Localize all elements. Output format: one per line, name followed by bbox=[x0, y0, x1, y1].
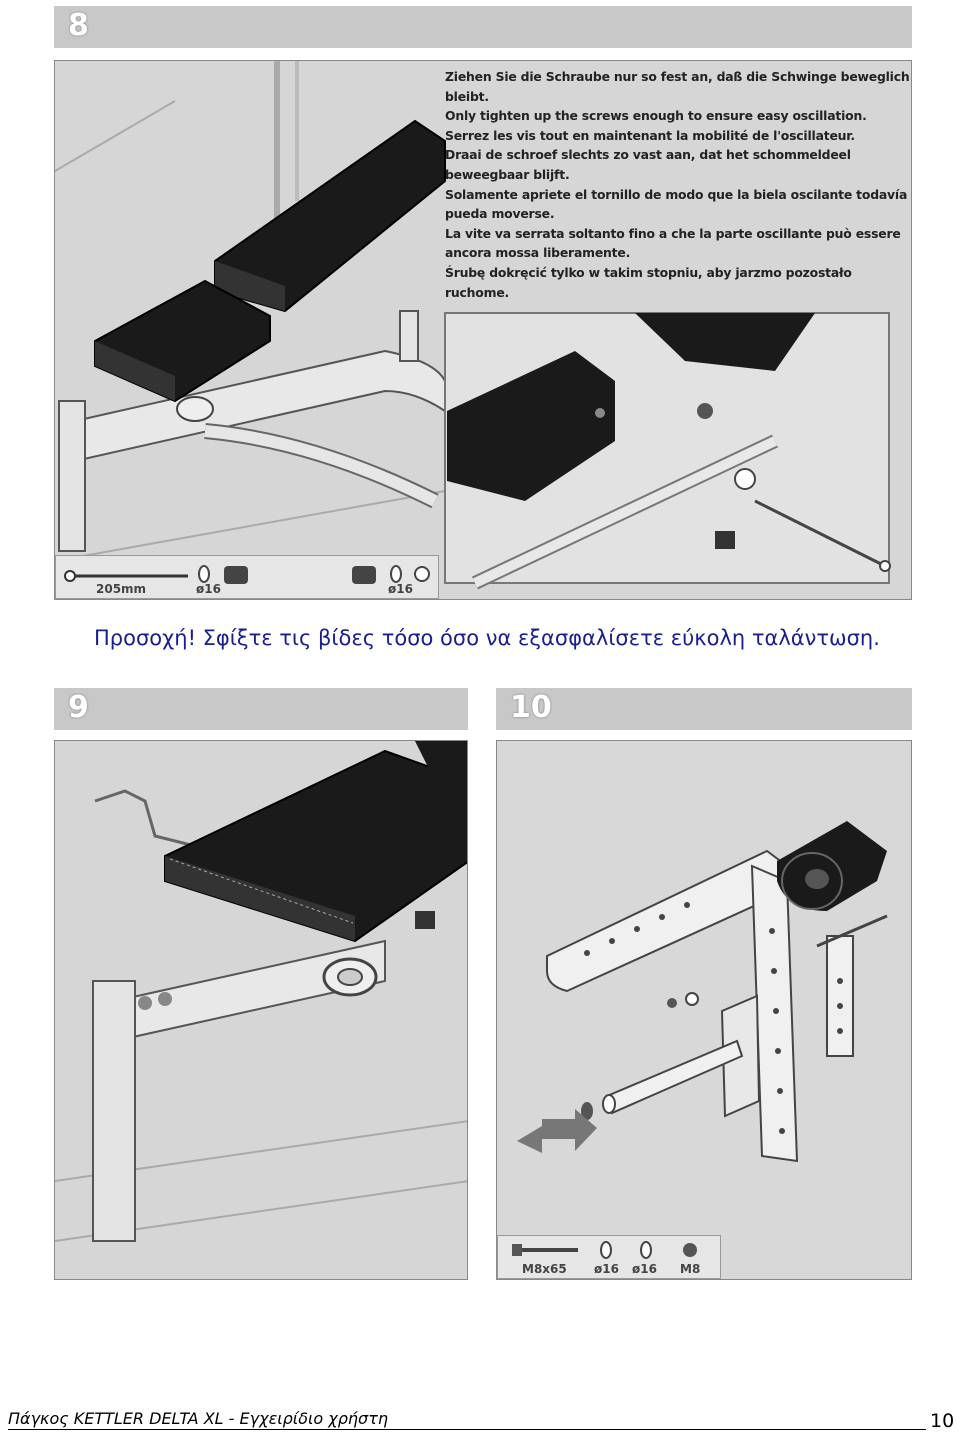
part-bolt-length: 205mm bbox=[96, 582, 147, 596]
instruction-pl: Śrubę dokręcić tylko w takim stopniu, ab… bbox=[445, 264, 852, 300]
step-8-instructions: Ziehen Sie die Schraube nur so fest an, … bbox=[445, 67, 911, 302]
part-nut: M8 bbox=[680, 1262, 701, 1276]
instruction-nl: Draai de schroef slechts zo vast aan, da… bbox=[445, 147, 851, 182]
bench-assembly-drawing bbox=[55, 61, 911, 599]
part-washer-1: ø16 bbox=[594, 1262, 619, 1276]
step-8-illustration: Ziehen Sie die Schraube nur so fest an, … bbox=[54, 60, 912, 600]
step-10-header: 10 bbox=[496, 688, 912, 730]
seat-pad-drawing bbox=[55, 741, 467, 1279]
step-number: 9 bbox=[68, 690, 89, 725]
footer-title: Πάγκος KETTLER DELTA XL - Εγχειρίδιο χρή… bbox=[8, 1409, 388, 1428]
step-10-illustration: M8x65 ø16 ø16 M8 bbox=[496, 740, 912, 1280]
step-9-illustration bbox=[54, 740, 468, 1280]
hardware-icons bbox=[512, 1241, 697, 1259]
part-washer-2: ø16 bbox=[388, 582, 413, 596]
instruction-en: Only tighten up the screws enough to ens… bbox=[445, 108, 867, 124]
leg-support-drawing bbox=[497, 741, 911, 1279]
warning-caption: Προσοχή! Σφίξτε τις βίδες τόσο όσο να εξ… bbox=[94, 626, 880, 650]
instruction-de: Ziehen Sie die Schraube nur so fest an, … bbox=[445, 69, 910, 104]
part-washer-1: ø16 bbox=[196, 582, 221, 596]
step-8-header: 8 bbox=[54, 6, 912, 48]
hardware-icons bbox=[64, 565, 430, 584]
instruction-es: Solamente apriete el tornillo de modo qu… bbox=[445, 186, 908, 222]
step-8-parts-strip: 205mm ø16 ø16 bbox=[55, 555, 439, 599]
footer-divider bbox=[8, 1429, 926, 1430]
step-number: 8 bbox=[68, 8, 89, 43]
part-washer-2: ø16 bbox=[632, 1262, 657, 1276]
page-number: 10 bbox=[930, 1410, 955, 1432]
instruction-it: La vite va serrata soltanto fino a che l… bbox=[445, 225, 901, 261]
part-bolt-size: M8x65 bbox=[522, 1262, 567, 1276]
step-10-parts-strip: M8x65 ø16 ø16 M8 bbox=[497, 1235, 721, 1279]
instruction-fr: Serrez les vis tout en maintenant la mob… bbox=[445, 127, 855, 143]
step-number: 10 bbox=[510, 690, 552, 725]
step-9-header: 9 bbox=[54, 688, 468, 730]
